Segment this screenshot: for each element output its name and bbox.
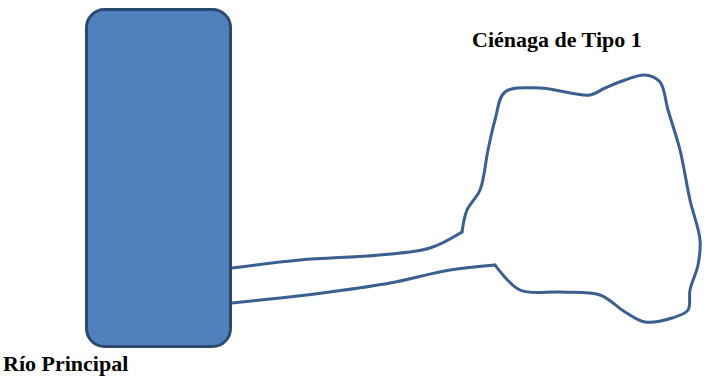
channel	[232, 232, 495, 303]
river-box: Río Principal	[85, 8, 232, 348]
swamp-outline-shape	[455, 20, 705, 330]
river-box-shape	[85, 8, 232, 348]
swamp-label: Ciénaga de Tipo 1	[472, 28, 642, 52]
swamp-body	[462, 75, 700, 322]
channel-bank	[232, 265, 495, 303]
channel-bank	[232, 232, 462, 268]
swamp-outline: Ciénaga de Tipo 1	[455, 20, 705, 330]
river-label: Río Principal	[3, 352, 128, 376]
river-body	[87, 10, 231, 347]
